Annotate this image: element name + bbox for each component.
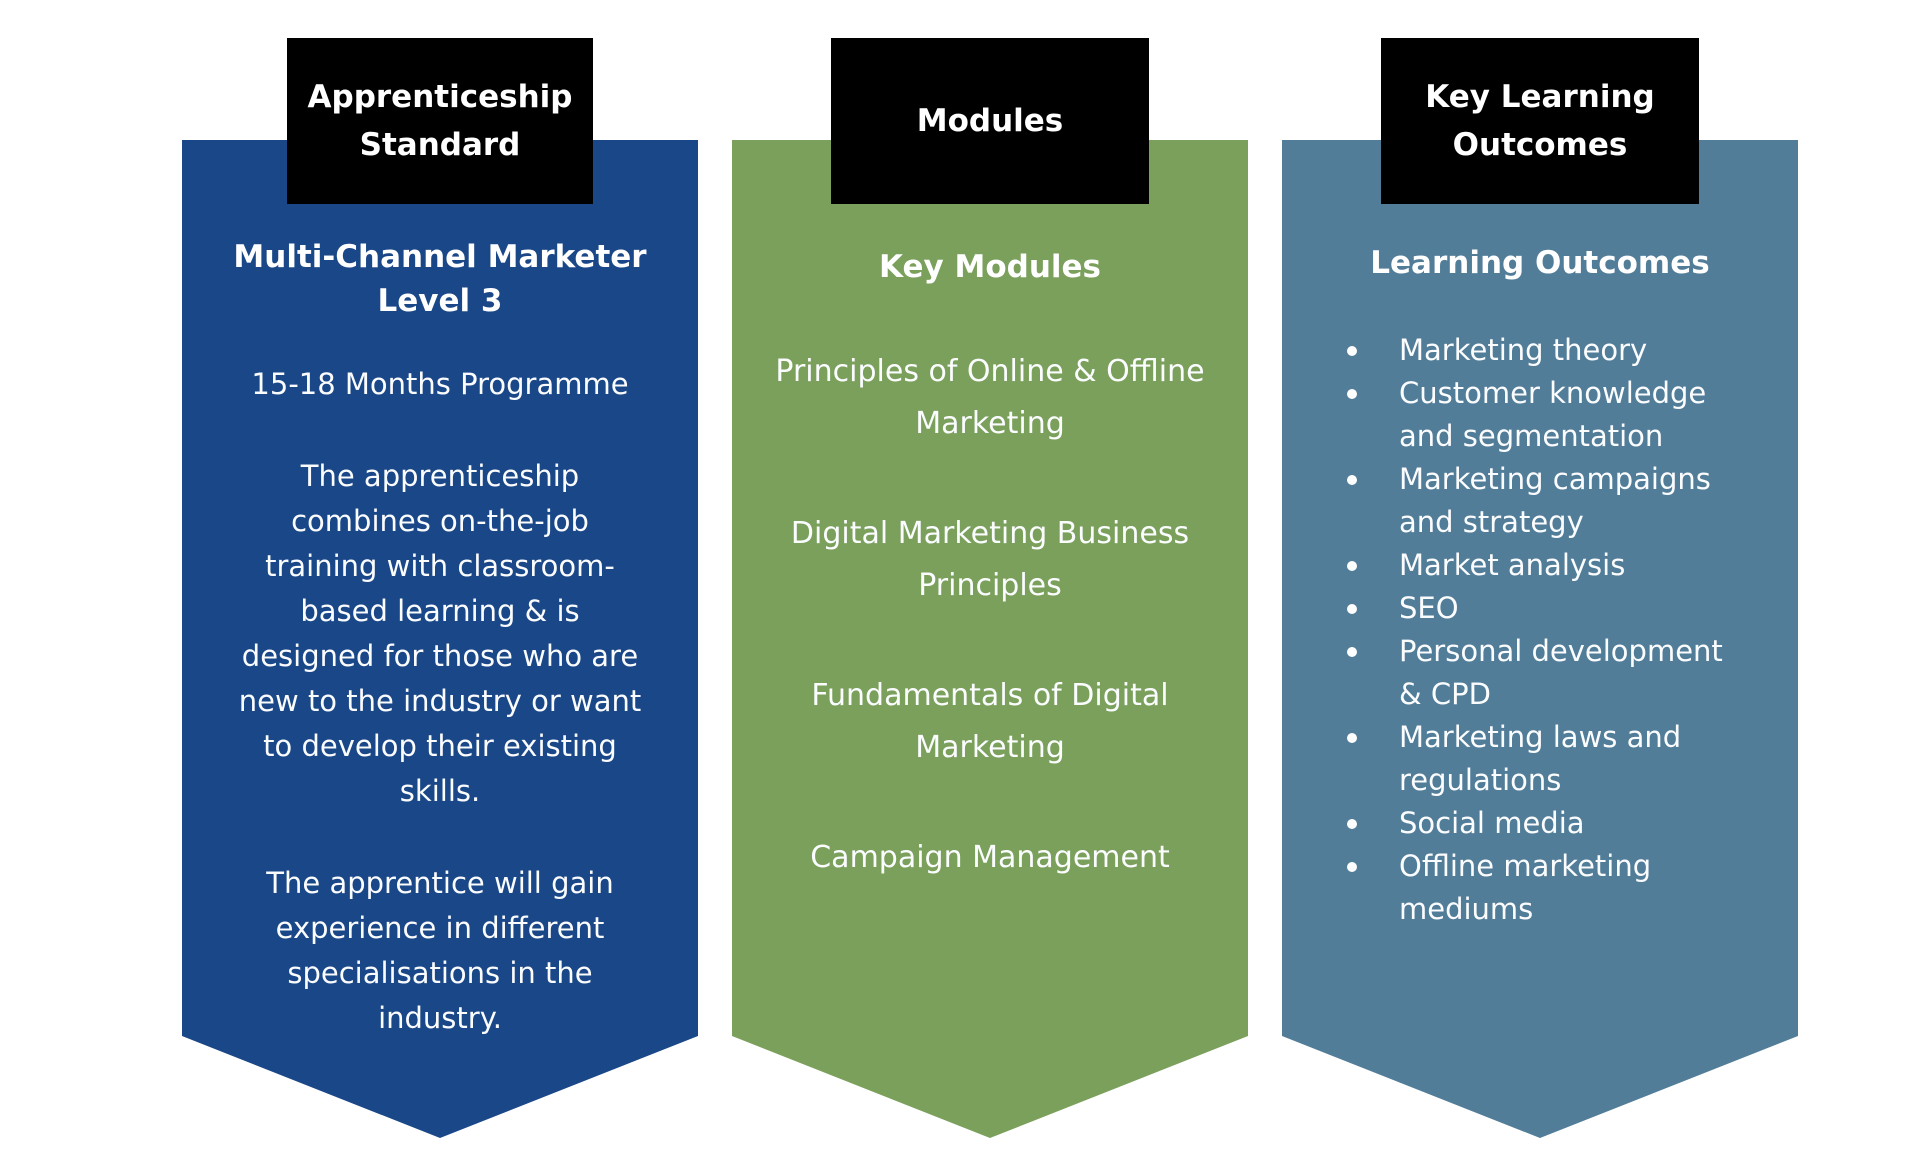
apprentice-experience: The apprentice will gain experience in d… [266, 866, 614, 1035]
column-apprenticeship-standard: Multi-Channel Marketer Level 3 15-18 Mon… [182, 0, 698, 1152]
header-label-key-learning-outcomes: Key Learning Outcomes [1381, 38, 1699, 204]
header-text: Modules [916, 103, 1064, 139]
list-item: Marketing theory [1347, 329, 1782, 372]
header-label-apprenticeship-standard: Apprenticeship Standard [287, 38, 593, 204]
bullet-icon [1347, 389, 1357, 399]
header-label-modules: Modules [831, 38, 1149, 204]
outcomes-list: Marketing theory Customer knowledge and … [1298, 329, 1782, 931]
list-item: Social media [1347, 802, 1782, 845]
apprenticeship-description: The apprenticeship combines on-the-job t… [238, 459, 642, 808]
bullet-icon [1347, 647, 1357, 657]
bullet-icon [1347, 819, 1357, 829]
list-item: Personal development & CPD [1347, 630, 1782, 716]
bullet-icon [1347, 561, 1357, 571]
outcomes-content: Learning Outcomes Marketing theory Custo… [1282, 140, 1798, 1138]
apprenticeship-content: Multi-Channel Marketer Level 3 15-18 Mon… [182, 140, 698, 1138]
bullet-icon [1347, 733, 1357, 743]
module-item: Campaign Management [810, 840, 1170, 875]
bullet-icon [1347, 475, 1357, 485]
list-item: Marketing laws and regulations [1347, 716, 1782, 802]
bullet-icon [1347, 346, 1357, 356]
column-key-learning-outcomes: Learning Outcomes Marketing theory Custo… [1282, 0, 1798, 1152]
outcomes-banner-shape: Learning Outcomes Marketing theory Custo… [1282, 140, 1798, 1138]
programme-duration: 15-18 Months Programme [251, 367, 629, 401]
bullet-icon [1347, 604, 1357, 614]
apprenticeship-banner-shape: Multi-Channel Marketer Level 3 15-18 Mon… [182, 140, 698, 1138]
column-modules: Key Modules Principles of Online & Offli… [732, 0, 1248, 1152]
module-item: Principles of Online & Offline Marketing [775, 354, 1205, 441]
apprenticeship-title: Multi-Channel Marketer Level 3 [233, 239, 647, 319]
outcomes-title: Learning Outcomes [1370, 245, 1710, 281]
list-item: Market analysis [1347, 544, 1782, 587]
modules-content: Key Modules Principles of Online & Offli… [732, 140, 1248, 1138]
module-item: Fundamentals of Digital Marketing [811, 678, 1169, 765]
list-item: Customer knowledge and segmentation [1347, 372, 1782, 458]
modules-banner-shape: Key Modules Principles of Online & Offli… [732, 140, 1248, 1138]
list-item: Offline marketing mediums [1347, 845, 1782, 931]
modules-title: Key Modules [878, 249, 1101, 285]
header-text: Key Learning Outcomes [1425, 79, 1655, 163]
bullet-icon [1347, 862, 1357, 872]
list-item: SEO [1347, 587, 1782, 630]
list-item: Marketing campaigns and strategy [1347, 458, 1782, 544]
module-item: Digital Marketing Business Principles [790, 516, 1190, 603]
header-text: Apprenticeship Standard [307, 79, 573, 163]
